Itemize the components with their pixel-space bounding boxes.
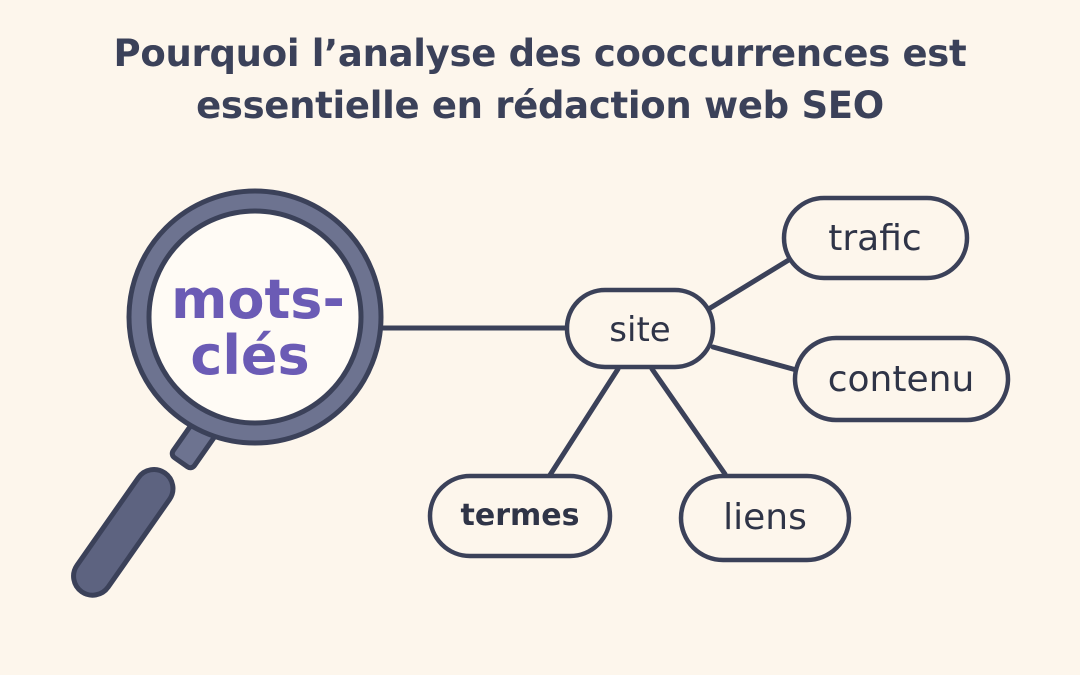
node-contenu: contenu (792, 335, 1011, 423)
node-site-label: site (609, 310, 670, 350)
magnifier-word-line-1: mots- (171, 268, 345, 331)
title-line-2: essentielle en rédaction web SEO (196, 84, 884, 127)
edge-site-trafic (704, 255, 795, 313)
title-line-1: Pourquoi l’analyse des cooccurrences est (113, 32, 967, 75)
node-liens: liens (678, 473, 852, 563)
magnifier-lens (146, 208, 364, 426)
diagram-title: Pourquoi l’analyse des cooccurrences est… (0, 28, 1080, 132)
magnifier-word-line-2: clés (190, 324, 309, 387)
magnifying-glass-icon: mots- clés (71, 188, 384, 598)
node-trafic: trafic (781, 195, 970, 281)
magnifier-handle (71, 467, 176, 598)
node-termes: termes (427, 473, 613, 559)
edge-site-liens (649, 366, 728, 477)
edge-site-contenu (710, 344, 803, 374)
node-contenu-label: contenu (828, 359, 975, 400)
node-site: site (564, 287, 716, 370)
node-trafic-label: trafic (828, 218, 921, 259)
edge-site-termes (547, 366, 621, 478)
node-termes-label: termes (461, 498, 580, 533)
node-liens-label: liens (723, 497, 807, 538)
